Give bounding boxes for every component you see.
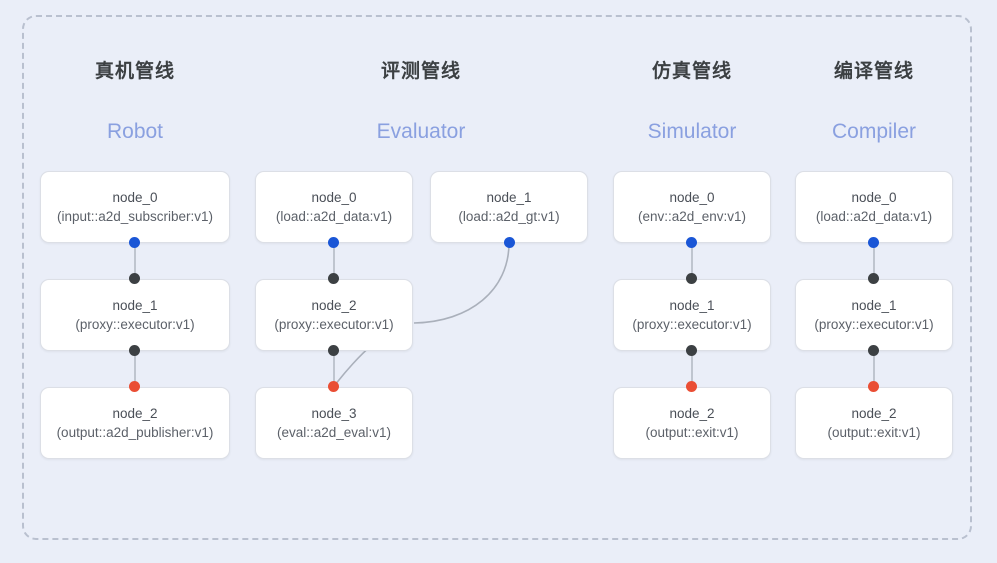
port-dot-input-compiler-0 <box>868 237 879 248</box>
port-dot-in-robot-1 <box>129 273 140 284</box>
node-box-robot-1[interactable]: node_1 (proxy::executor:v1) <box>40 279 230 351</box>
node-name: node_1 <box>486 190 532 205</box>
node-name: node_3 <box>311 406 357 421</box>
column-header-robot: 真机管线 Robot <box>35 60 235 145</box>
node-type: (input::a2d_subscriber:v1) <box>56 209 214 224</box>
connector-evaluator-0-2 <box>333 243 335 279</box>
node-box-evaluator-gt[interactable]: node_1 (load::a2d_gt:v1) <box>430 171 588 243</box>
port-dot-input-simulator-0 <box>686 237 697 248</box>
column-header-evaluator: 评测管线 Evaluator <box>321 60 521 145</box>
column-title-en-evaluator: Evaluator <box>376 120 466 143</box>
node-type: (proxy::executor:v1) <box>632 317 752 332</box>
port-dot-out-robot-1 <box>129 345 140 356</box>
column-title-en-robot: Robot <box>106 120 164 143</box>
node-box-compiler-1[interactable]: node_1 (proxy::executor:v1) <box>795 279 953 351</box>
node-type: (proxy::executor:v1) <box>75 317 195 332</box>
node-type: (output::a2d_publisher:v1) <box>56 425 214 440</box>
connector-compiler-0-1 <box>873 243 875 279</box>
node-name: node_0 <box>669 190 715 205</box>
port-dot-input-evaluator-0 <box>328 237 339 248</box>
node-name: node_2 <box>112 406 158 421</box>
port-dot-in-simulator-1 <box>686 273 697 284</box>
port-dot-output-evaluator-gt <box>504 237 515 248</box>
connector-compiler-1-2 <box>873 351 875 387</box>
port-dot-in-evaluator-2 <box>328 273 339 284</box>
port-dot-output-simulator-2 <box>686 381 697 392</box>
node-type: (eval::a2d_eval:v1) <box>276 425 392 440</box>
node-box-compiler-0[interactable]: node_0 (load::a2d_data:v1) <box>795 171 953 243</box>
column-title-cn-compiler: 编译管线 <box>833 61 914 82</box>
port-dot-out-evaluator-2 <box>328 345 339 356</box>
node-name: node_0 <box>851 190 897 205</box>
port-dot-out-compiler-1 <box>868 345 879 356</box>
connector-evaluator-2-3 <box>333 351 335 387</box>
node-type: (env::a2d_env:v1) <box>637 209 747 224</box>
node-name: node_0 <box>112 190 158 205</box>
node-type: (proxy::executor:v1) <box>274 317 394 332</box>
column-title-en-compiler: Compiler <box>831 120 917 143</box>
node-name: node_1 <box>851 298 897 313</box>
node-box-simulator-0[interactable]: node_0 (env::a2d_env:v1) <box>613 171 771 243</box>
connector-simulator-0-1 <box>691 243 693 279</box>
node-name: node_1 <box>669 298 715 313</box>
connector-robot-0-1 <box>134 243 136 279</box>
node-box-robot-0[interactable]: node_0 (input::a2d_subscriber:v1) <box>40 171 230 243</box>
port-dot-output-robot-2 <box>129 381 140 392</box>
node-type: (load::a2d_data:v1) <box>815 209 933 224</box>
node-name: node_2 <box>311 298 357 313</box>
port-dot-in-compiler-1 <box>868 273 879 284</box>
column-header-compiler: 编译管线 Compiler <box>774 60 974 145</box>
node-name: node_2 <box>851 406 897 421</box>
node-box-robot-2[interactable]: node_2 (output::a2d_publisher:v1) <box>40 387 230 459</box>
node-type: (proxy::executor:v1) <box>814 317 934 332</box>
node-name: node_0 <box>311 190 357 205</box>
port-dot-input-robot-0 <box>129 237 140 248</box>
port-dot-output-compiler-2 <box>868 381 879 392</box>
dashed-container-frame <box>22 15 972 540</box>
connector-robot-1-2 <box>134 351 136 387</box>
node-type: (output::exit:v1) <box>827 425 921 440</box>
node-box-evaluator-3[interactable]: node_3 (eval::a2d_eval:v1) <box>255 387 413 459</box>
node-name: node_1 <box>112 298 158 313</box>
column-header-simulator: 仿真管线 Simulator <box>592 60 792 145</box>
column-title-cn-simulator: 仿真管线 <box>651 61 732 82</box>
port-dot-input-evaluator-3 <box>328 381 339 392</box>
node-box-simulator-1[interactable]: node_1 (proxy::executor:v1) <box>613 279 771 351</box>
column-title-cn-robot: 真机管线 <box>94 61 175 82</box>
column-title-cn-evaluator: 评测管线 <box>380 61 461 82</box>
port-dot-out-simulator-1 <box>686 345 697 356</box>
node-box-compiler-2[interactable]: node_2 (output::exit:v1) <box>795 387 953 459</box>
node-box-evaluator-0[interactable]: node_0 (load::a2d_data:v1) <box>255 171 413 243</box>
node-type: (load::a2d_data:v1) <box>275 209 393 224</box>
node-type: (load::a2d_gt:v1) <box>458 209 560 224</box>
connector-simulator-1-2 <box>691 351 693 387</box>
node-box-evaluator-2[interactable]: node_2 (proxy::executor:v1) <box>255 279 413 351</box>
node-type: (output::exit:v1) <box>645 425 739 440</box>
node-box-simulator-2[interactable]: node_2 (output::exit:v1) <box>613 387 771 459</box>
column-title-en-simulator: Simulator <box>647 120 737 143</box>
node-name: node_2 <box>669 406 715 421</box>
